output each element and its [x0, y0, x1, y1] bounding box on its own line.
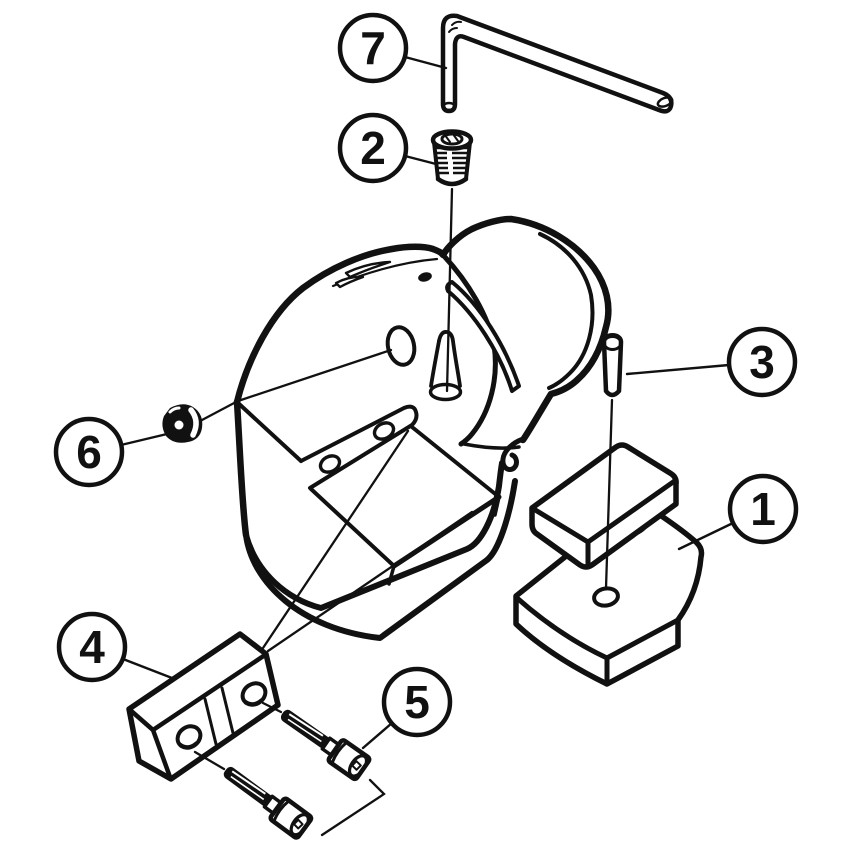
callout-7-number: 7 [360, 22, 386, 74]
leader-4 [121, 657, 174, 680]
nut-align-line [200, 400, 238, 422]
leader-3 [625, 363, 731, 376]
callout-5: 5 [381, 666, 453, 738]
leader-6 [119, 432, 169, 447]
clampbar-align-line [261, 429, 410, 650]
gash-sliver [344, 260, 392, 279]
screw-align-line [193, 750, 226, 771]
screw-align-line [261, 701, 283, 714]
callout-3: 3 [726, 326, 798, 398]
callout-1: 1 [727, 473, 799, 545]
cap-screw-upper [280, 709, 372, 782]
callout-1-number: 1 [750, 483, 776, 535]
side-oval-hole [385, 325, 417, 367]
callout-4: 4 [56, 611, 128, 683]
top-face-hole [418, 272, 432, 282]
clampbar-align-line2 [266, 510, 474, 653]
clamp-wedge-block-upper [529, 442, 679, 570]
leader-1 [677, 521, 735, 551]
set-screw [430, 129, 474, 187]
callout-5-number: 5 [404, 676, 430, 728]
alignment-lines [193, 187, 614, 837]
callout-7: 7 [337, 12, 409, 84]
leader-lines [119, 55, 735, 750]
hex-socket [292, 818, 304, 830]
lock-nut [162, 404, 203, 443]
thread-lines [435, 146, 469, 175]
callout-6: 6 [53, 416, 125, 488]
seat-screw-hole [372, 421, 396, 441]
callout-2-number: 2 [360, 122, 386, 174]
hex-l-key [440, 13, 674, 114]
cap-screw-lower [223, 766, 314, 840]
setscrew-axis-line [445, 187, 454, 393]
hex-socket [351, 760, 362, 771]
gash-sliver [334, 275, 365, 289]
cylindrical-pin [601, 333, 624, 398]
leader-2 [403, 154, 438, 166]
callout-4-number: 4 [79, 621, 105, 673]
pin-axis-line [604, 398, 614, 590]
screws-connector-line [320, 778, 386, 837]
clamp-bar [126, 631, 281, 782]
callout-3-number: 3 [749, 336, 775, 388]
callout-2: 2 [337, 112, 409, 184]
seat-screw-hole [318, 454, 342, 474]
pin-hole [592, 586, 620, 608]
center-bore [428, 330, 463, 402]
clamp-wedge-block-lower [513, 504, 705, 687]
callout-6-number: 6 [76, 426, 102, 478]
leader-7 [403, 55, 448, 70]
oval-hole-align-line [236, 348, 393, 403]
leader-5 [361, 721, 394, 750]
